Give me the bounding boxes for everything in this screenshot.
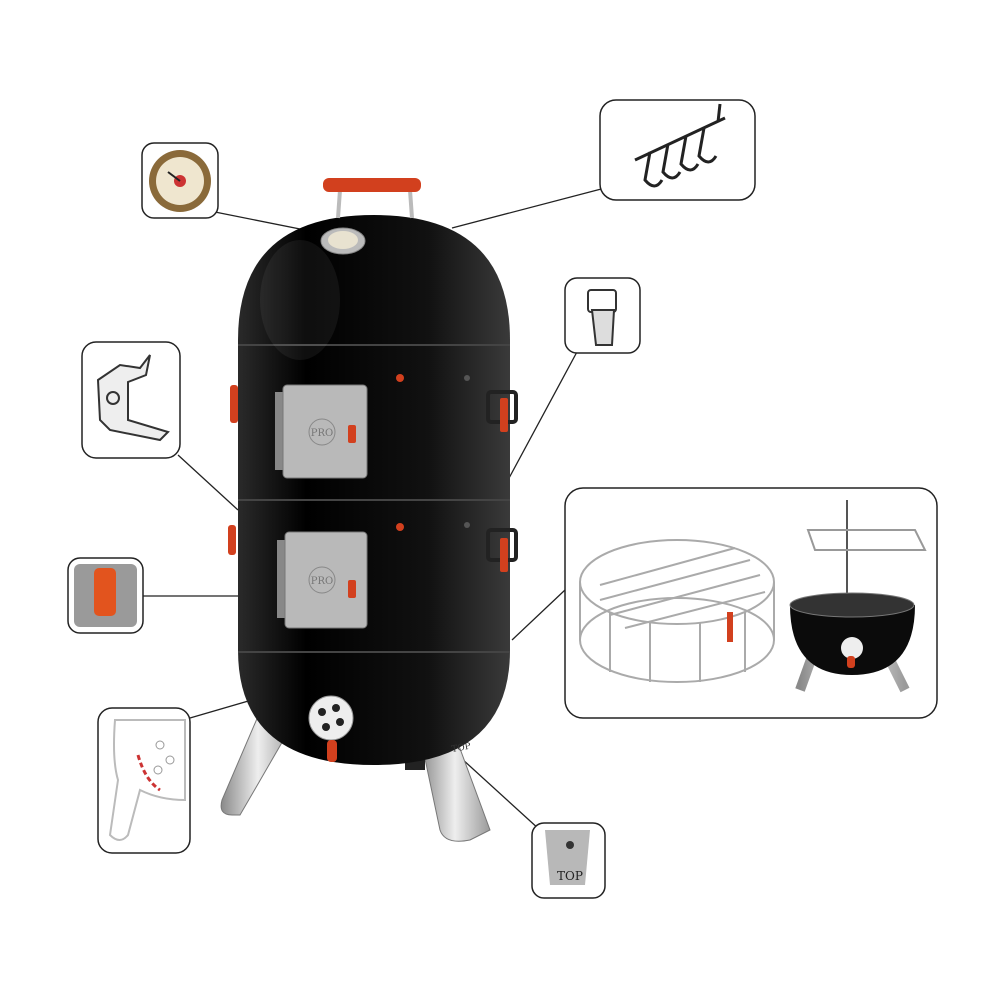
mini-grill xyxy=(789,500,927,693)
lid-thermometer xyxy=(320,227,366,255)
door-logo: PRO xyxy=(311,576,333,587)
lid-handle xyxy=(323,178,421,219)
upper-door: PRO xyxy=(275,384,368,479)
callout-leg-top: TOP xyxy=(531,822,606,899)
callout-door-handle xyxy=(67,557,144,634)
callout-hooks xyxy=(599,99,756,201)
leg-top-label: TOP xyxy=(557,869,583,883)
callout-vent-tool xyxy=(97,707,191,854)
callout-bracket xyxy=(81,341,181,459)
bottom-vent xyxy=(308,695,354,762)
leg-marking: TOP xyxy=(451,742,472,755)
side-fittings xyxy=(228,374,518,572)
lower-door: PRO xyxy=(277,531,368,629)
callout-charcoal-grid xyxy=(564,487,938,719)
door-logo: PRO xyxy=(311,428,333,439)
smoker-body xyxy=(238,215,510,765)
callout-latch xyxy=(564,277,641,354)
callout-thermometer xyxy=(141,142,219,219)
